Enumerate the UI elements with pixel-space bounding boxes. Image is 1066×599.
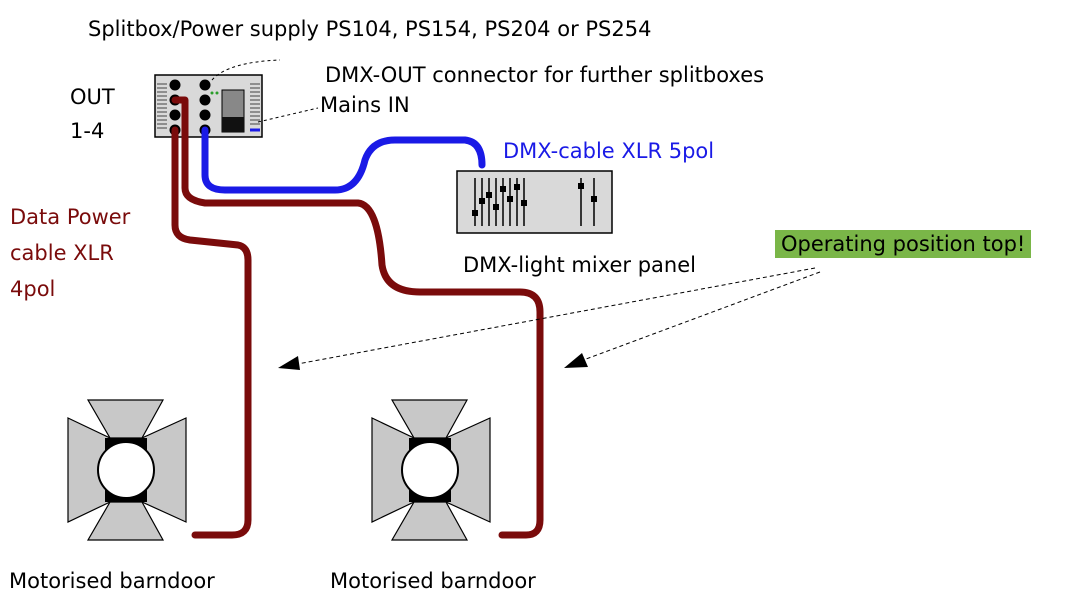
dmx-cable-label: DMX-cable XLR 5pol <box>503 139 715 163</box>
barndoor-right-graphic <box>371 399 491 541</box>
mixer-panel-label: DMX-light mixer panel <box>463 253 696 277</box>
barndoor-left-label: Motorised barndoor <box>9 569 215 593</box>
dmx-out-label: DMX-OUT connector for further splitboxes <box>325 63 765 87</box>
data-power-label-line3: 4pol <box>10 277 56 301</box>
barndoor-left-graphic <box>67 399 187 541</box>
splitbox-right-vents <box>250 83 260 125</box>
data-power-cable-2 <box>171 96 544 539</box>
data-power-label-line1: Data Power <box>10 205 131 229</box>
data-power-label-line2: cable XLR <box>10 241 114 265</box>
operating-position-badge: Operating position top! <box>775 230 1032 258</box>
splitbox-device <box>154 74 263 138</box>
out-range-label: 1-4 <box>70 119 105 143</box>
dmx-mixer-panel-graphic <box>456 170 613 234</box>
splitbox-left-vents <box>157 83 167 129</box>
barndoor-right-label: Motorised barndoor <box>330 569 536 593</box>
diagram-title: Splitbox/Power supply PS104, PS154, PS20… <box>88 17 652 41</box>
operating-arrows <box>278 267 821 370</box>
dmx-cable <box>201 126 486 194</box>
out-label: OUT <box>70 85 115 109</box>
mains-in-leader <box>257 107 319 123</box>
data-power-cable-1 <box>171 126 252 539</box>
mains-in-label: Mains IN <box>320 93 410 117</box>
